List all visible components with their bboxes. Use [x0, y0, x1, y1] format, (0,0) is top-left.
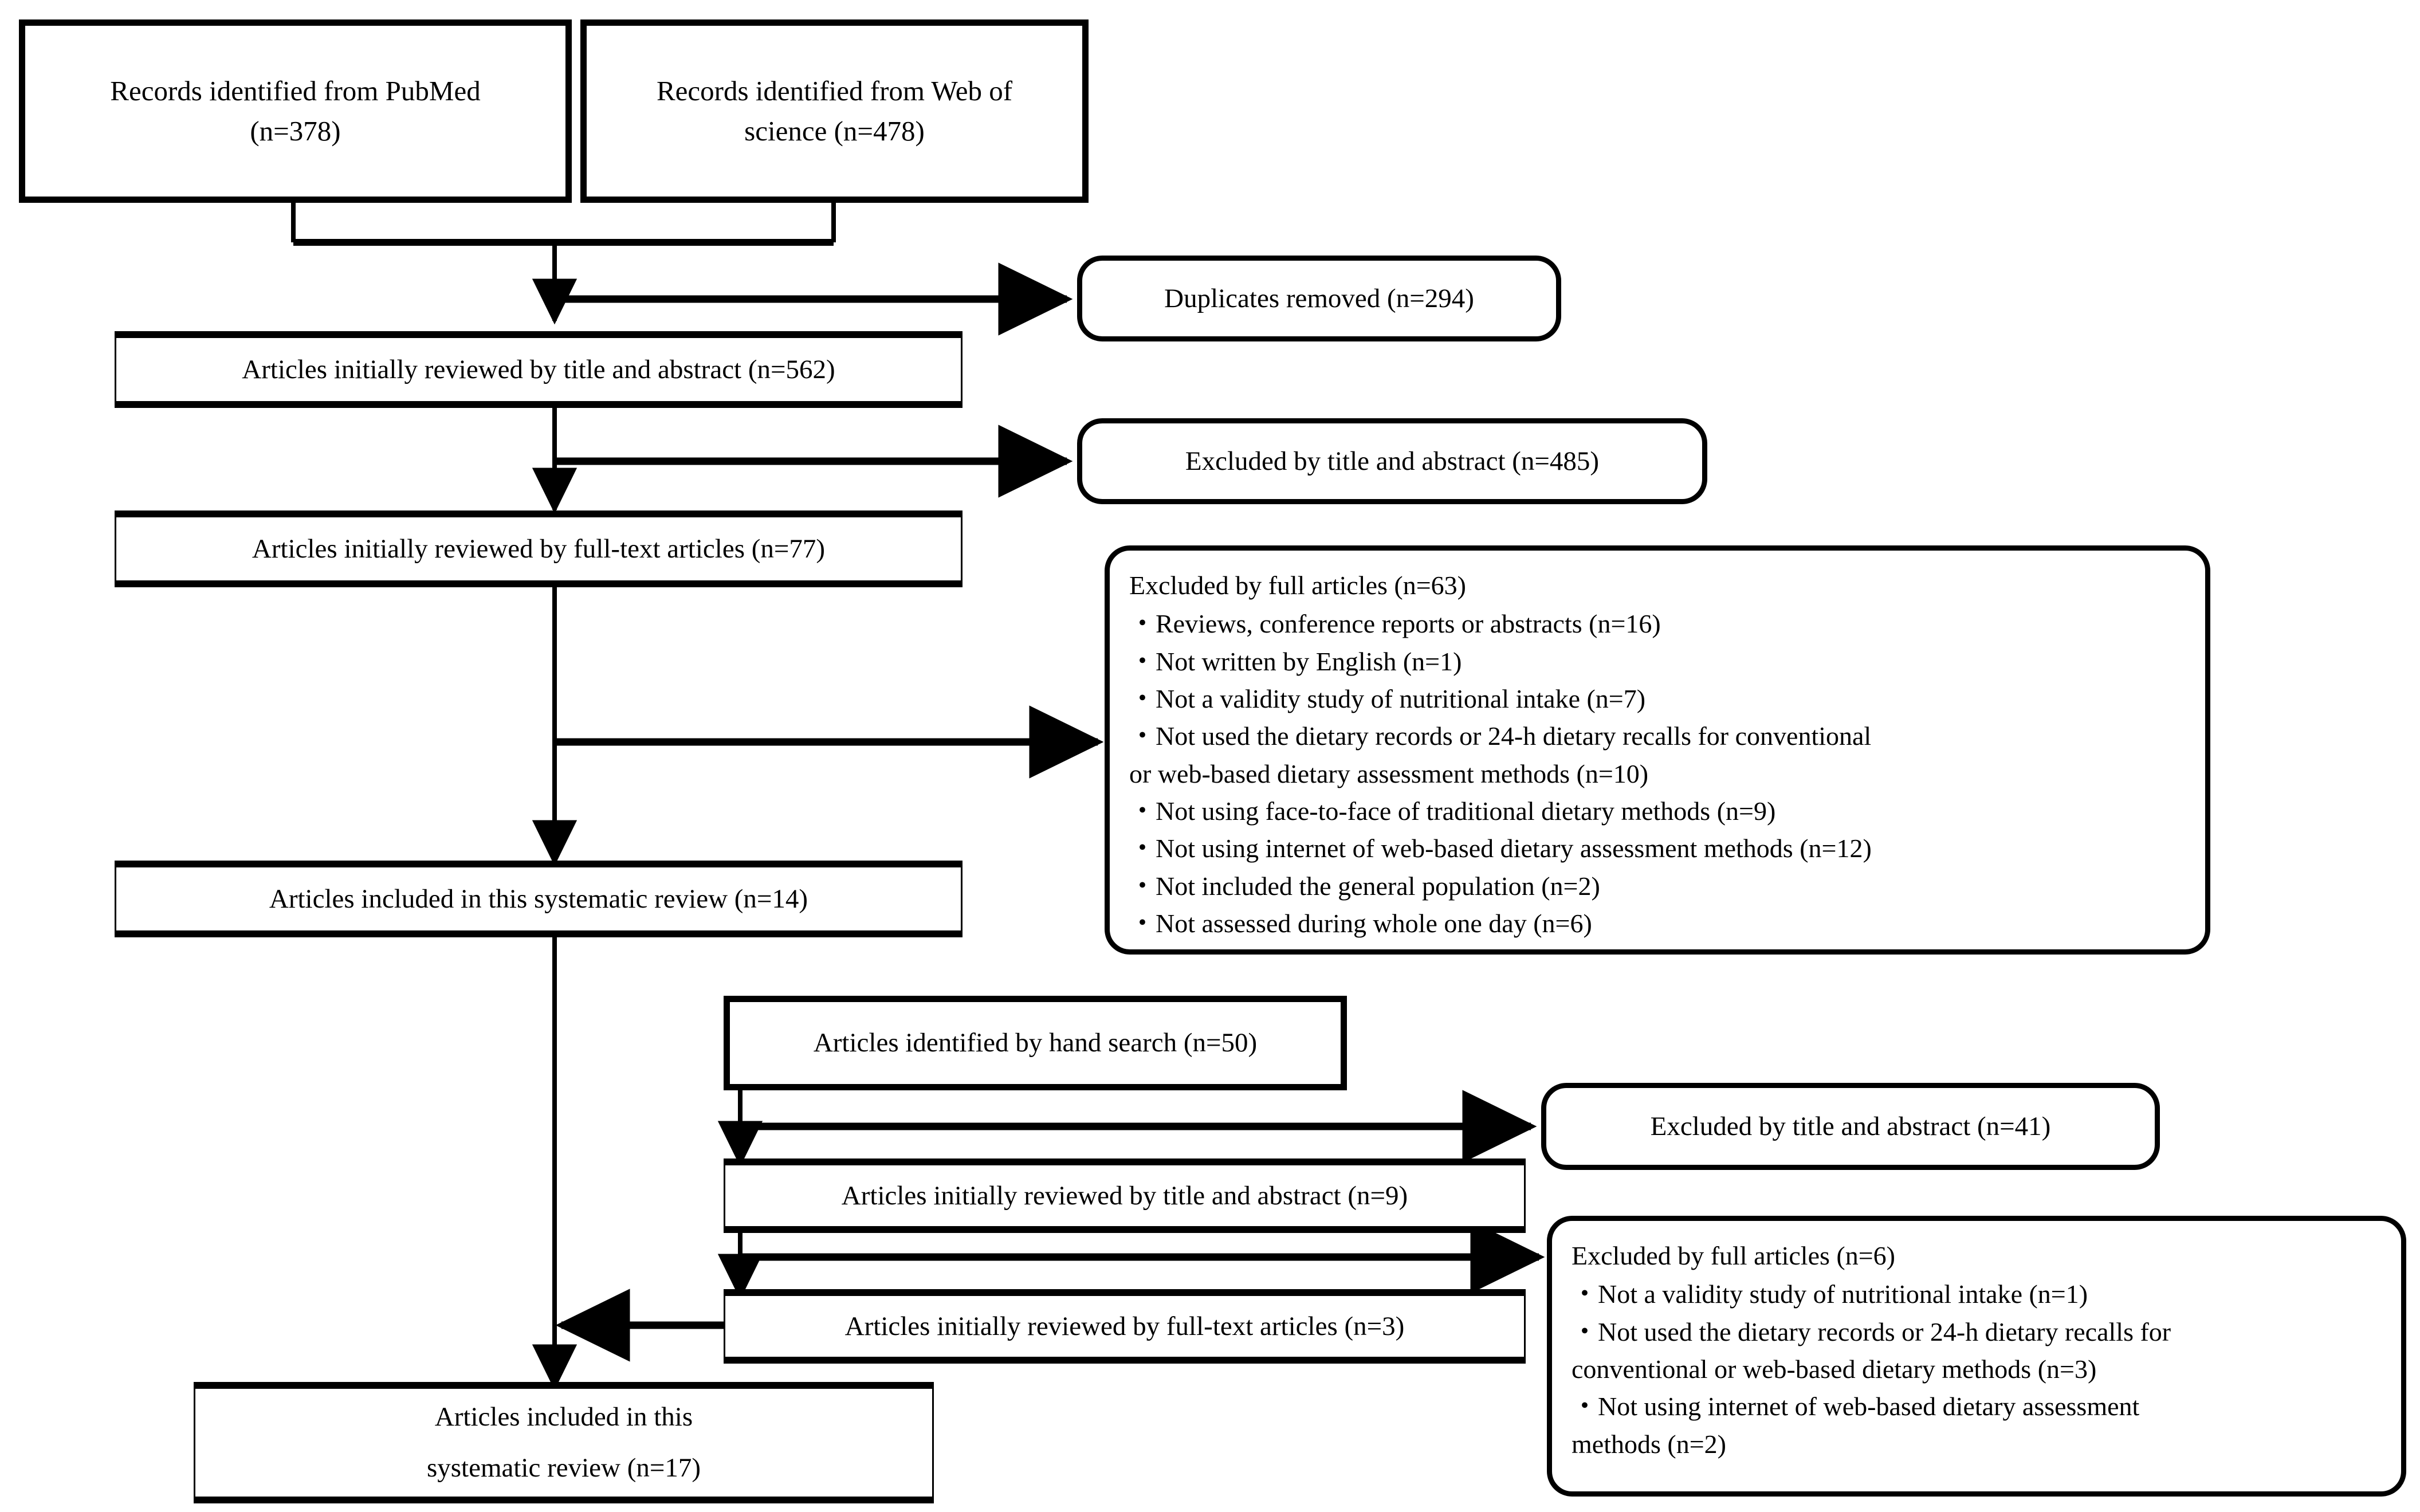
node-screened-title-abstract: Articles initially reviewed by title and…: [115, 331, 962, 408]
node-excluded-title-abstract: Excluded by title and abstract (n=485): [1077, 418, 1707, 504]
node-hand-excluded-full-articles-list: ・Not a validity study of nutritional int…: [1572, 1279, 2171, 1459]
node-hand-excluded-title-abstract-label: Excluded by title and abstract (n=41): [1650, 1111, 2051, 1141]
node-included-first: Articles included in this systematic rev…: [115, 861, 962, 937]
node-included-total: Articles included in this systematic rev…: [194, 1382, 934, 1503]
node-hand-excluded-full-articles-header: Excluded by full articles (n=6): [1572, 1241, 1895, 1270]
node-hand-excluded-title-abstract: Excluded by title and abstract (n=41): [1541, 1083, 2160, 1170]
node-excluded-full-articles-header: Excluded by full articles (n=63): [1129, 571, 1466, 600]
node-duplicates-removed: Duplicates removed (n=294): [1077, 256, 1561, 341]
node-excluded-full-articles: Excluded by full articles (n=63) ・Review…: [1105, 545, 2210, 955]
node-records-web-of-science: Records identified from Web of science (…: [580, 19, 1089, 203]
node-included-first-label: Articles included in this systematic rev…: [269, 883, 808, 914]
node-hand-search-label: Articles identified by hand search (n=50…: [813, 1028, 1258, 1058]
node-included-total-label: Articles included in this systematic rev…: [426, 1401, 701, 1483]
node-duplicates-removed-label: Duplicates removed (n=294): [1164, 283, 1474, 313]
node-hand-screened-title-abstract-label: Articles initially reviewed by title and…: [841, 1180, 1408, 1211]
node-screened-title-abstract-label: Articles initially reviewed by title and…: [242, 354, 835, 384]
node-hand-screened-title-abstract: Articles initially reviewed by title and…: [724, 1158, 1526, 1233]
node-hand-excluded-full-articles: Excluded by full articles (n=6) ・Not a v…: [1547, 1216, 2406, 1497]
node-excluded-title-abstract-label: Excluded by title and abstract (n=485): [1185, 446, 1600, 476]
node-hand-search: Articles identified by hand search (n=50…: [724, 996, 1347, 1090]
node-fulltext-review-label: Articles initially reviewed by full-text…: [252, 533, 826, 564]
node-records-pubmed-label: Records identified from PubMed (n=378): [110, 75, 481, 147]
node-hand-fulltext-review-label: Articles initially reviewed by full-text…: [844, 1311, 1405, 1341]
node-records-pubmed: Records identified from PubMed (n=378): [19, 19, 572, 203]
node-records-web-of-science-label: Records identified from Web of science (…: [656, 75, 1013, 147]
node-hand-fulltext-review: Articles initially reviewed by full-text…: [724, 1289, 1526, 1364]
node-fulltext-review: Articles initially reviewed by full-text…: [115, 510, 962, 587]
node-excluded-full-articles-list: ・Reviews, conference reports or abstract…: [1129, 609, 1872, 938]
